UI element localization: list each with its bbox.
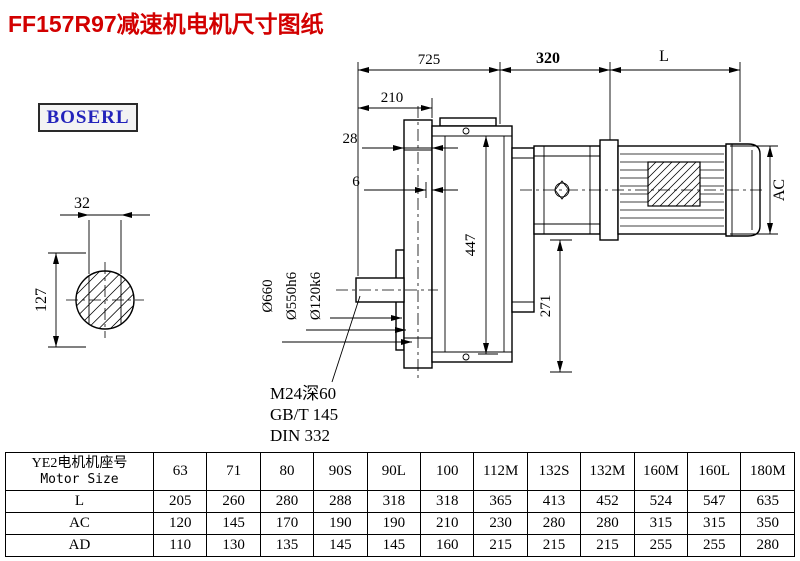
dimension-labels: 725 320 L 210 28 6 447 271 AC 32 127 Ø66…	[33, 48, 788, 445]
table-cell: 318	[366, 490, 422, 513]
table-cell: 280	[580, 512, 635, 535]
column-header: 90S	[313, 452, 368, 491]
dim-flange-od: Ø660	[260, 279, 276, 312]
input-unit	[511, 145, 601, 313]
motor-size-table: YE2电机机座号 Motor Size 63 71 80 90S 90L 100…	[5, 452, 795, 557]
dim-447: 447	[463, 233, 479, 256]
dim-28: 28	[343, 131, 358, 147]
brand-logo: BOSERL	[38, 103, 138, 132]
table-row-AC: AC 120 145 170 190 190 210 230 280 280 3…	[5, 512, 795, 535]
note-centre-standard: DIN 332	[270, 426, 330, 445]
dim-AC: AC	[771, 179, 788, 201]
table-cell: 315	[687, 512, 742, 535]
dim-32: 32	[74, 195, 90, 212]
table-corner-cell: YE2电机机座号 Motor Size	[5, 452, 154, 491]
table-cell: 635	[740, 490, 795, 513]
table-cell: 145	[366, 534, 422, 557]
table-cell: 350	[740, 512, 795, 535]
table-cell: 190	[313, 512, 368, 535]
column-header: 112M	[473, 452, 528, 491]
dim-210: 210	[381, 90, 404, 106]
table-cell: 190	[366, 512, 422, 535]
note-thread: M24深60	[270, 384, 336, 403]
page-title: FF157R97减速机电机尺寸图纸	[8, 11, 324, 37]
table-cell: 255	[633, 534, 689, 557]
dim-spigot: Ø550h6	[284, 271, 300, 320]
table-cell: 145	[313, 534, 368, 557]
column-header: 132S	[526, 452, 582, 491]
table-row-AD: AD 110 130 135 145 145 160 215 215 215 2…	[5, 534, 795, 557]
table-cell: 215	[526, 534, 582, 557]
table-cell: 110	[152, 534, 208, 557]
motor-frame-label-en: Motor Size	[40, 472, 119, 487]
dim-320: 320	[536, 50, 560, 67]
dim-127: 127	[33, 288, 50, 312]
table-cell: 452	[580, 490, 635, 513]
table-cell: 413	[526, 490, 582, 513]
note-thread-standard: GB/T 145	[270, 405, 338, 424]
motor-frame-label-cn: YE2电机机座号	[31, 456, 128, 471]
gearbox-outline	[355, 117, 513, 369]
column-header: 71	[206, 452, 261, 491]
table-cell: 280	[259, 490, 315, 513]
dim-6: 6	[352, 174, 360, 190]
table-cell: 215	[473, 534, 528, 557]
dim-shaft-dia: Ø120k6	[308, 271, 324, 320]
column-header: 180M	[740, 452, 795, 491]
column-header: 80	[259, 452, 315, 491]
table-cell: 547	[687, 490, 742, 513]
table-cell: 170	[259, 512, 315, 535]
table-cell: 315	[633, 512, 689, 535]
table-cell: 288	[313, 490, 368, 513]
table-cell: 230	[473, 512, 528, 535]
table-cell: 365	[473, 490, 528, 513]
table-cell: 160	[420, 534, 475, 557]
column-header: 90L	[366, 452, 422, 491]
dim-725: 725	[418, 52, 441, 68]
row-label: AC	[5, 512, 154, 535]
table-cell: 215	[580, 534, 635, 557]
column-header: 160M	[633, 452, 689, 491]
table-cell: 318	[420, 490, 475, 513]
table-cell: 205	[152, 490, 208, 513]
table-cell: 255	[687, 534, 742, 557]
table-cell: 120	[152, 512, 208, 535]
dim-271: 271	[538, 295, 554, 318]
dim-L: L	[659, 48, 669, 65]
table-cell: 280	[526, 512, 582, 535]
table-cell: 210	[420, 512, 475, 535]
centerlines	[66, 106, 764, 382]
column-header: 63	[152, 452, 208, 491]
row-label: AD	[5, 534, 154, 557]
motor-fins	[620, 153, 724, 227]
shaft-center-mark	[554, 180, 570, 200]
column-header: 100	[420, 452, 475, 491]
table-cell: 280	[740, 534, 795, 557]
dimension-drawing: 725 320 L 210 28 6 447 271 AC 32 127 Ø66…	[33, 48, 788, 445]
table-row-L: L 205 260 280 288 318 318 365 413 452 52…	[5, 490, 795, 513]
column-header: 160L	[687, 452, 742, 491]
row-label: L	[5, 490, 154, 513]
dimension-lines	[48, 62, 778, 383]
table-cell: 524	[633, 490, 689, 513]
terminal-box-hatch	[647, 161, 701, 207]
table-header-row: YE2电机机座号 Motor Size 63 71 80 90S 90L 100…	[5, 452, 795, 491]
table-cell: 145	[206, 512, 261, 535]
column-header: 132M	[580, 452, 635, 491]
table-cell: 260	[206, 490, 261, 513]
table-cell: 135	[259, 534, 315, 557]
table-cell: 130	[206, 534, 261, 557]
